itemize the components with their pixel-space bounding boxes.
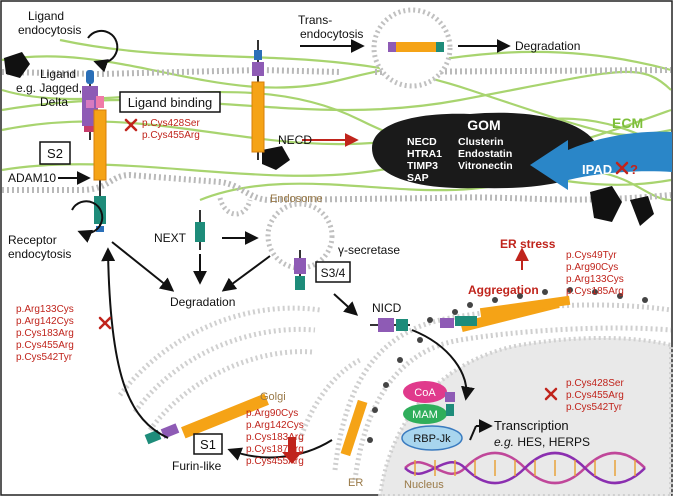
golgi-mutation-1: p.Arg90Cys — [246, 408, 298, 419]
nucleus-label: Nucleus — [404, 479, 444, 491]
er-receptor — [340, 399, 368, 457]
er-stress-label: ER stress — [500, 237, 556, 251]
golgi-receptor — [144, 393, 269, 445]
aggregation-cluster — [440, 295, 571, 332]
golgi-mutation-5: p.Cys455Arg — [246, 456, 304, 467]
gom-item-timp3: TIMP3 — [407, 160, 438, 172]
mam-label: MAM — [412, 409, 438, 421]
endosome-label: Endosome — [270, 193, 323, 205]
cell-membrane — [2, 171, 672, 204]
golgi-mutation-3: p.Cys183Arg — [246, 432, 304, 443]
ligand-binding-mutation-2: p.Cys455Arg — [142, 130, 200, 141]
gom-item-endostatin: Endostatin — [458, 148, 512, 160]
aggregation-label: Aggregation — [468, 283, 539, 297]
gom-title: GOM — [467, 117, 500, 133]
transcription-mutation-3: p.Cys542Tyr — [566, 402, 623, 413]
s2-box — [39, 141, 71, 165]
ipad-question: ? — [630, 162, 638, 177]
transcription-label: Transcription — [494, 418, 569, 433]
gom-fragments — [4, 52, 654, 226]
aggregation-mutation-1: p.Cys49Tyr — [566, 250, 617, 261]
nicd-molecule — [370, 318, 410, 332]
recycling-mutation-4: p.Cys455Arg — [16, 340, 74, 351]
gom-item-vitronectin: Vitronectin — [458, 160, 513, 172]
ligand-molecule — [82, 70, 98, 140]
ipad-arrow — [530, 131, 672, 190]
s34-box — [315, 261, 351, 283]
recycling-mutation-5: p.Cys542Tyr — [16, 352, 73, 363]
er-label: ER — [348, 477, 363, 489]
transcription-mutation-1: p.Cys428Ser — [566, 378, 624, 389]
cycle-arrows — [71, 29, 119, 243]
neighbour-cell-membrane — [1, 66, 672, 78]
rbpjk-label: RBP-Jk — [413, 433, 451, 445]
budding-vesicle — [217, 197, 253, 217]
recycling-mutation-2: p.Arg142Cys — [16, 316, 74, 327]
ligand-binding-mutation-1: p.Cys428Ser — [142, 118, 200, 129]
notch-receptor-left — [93, 96, 107, 232]
ligand-binding-box — [119, 91, 221, 113]
golgi-stacks — [118, 305, 362, 441]
endosome-nicd — [294, 250, 306, 290]
er-membranes — [332, 302, 672, 481]
ligand-label-line2: e.g. Jagged, — [16, 81, 82, 95]
ipad-label: IPAD — [582, 162, 612, 177]
ligand-endocytosis-label-line1: Ligand — [28, 9, 64, 23]
s1-box — [193, 433, 223, 455]
gom-item-necd: NECD — [407, 136, 437, 148]
gom-item-htra1: HTRA1 — [407, 148, 442, 160]
transcription-examples: e.g. HES, HERPS — [494, 435, 590, 449]
adam10-label: ADAM10 — [8, 171, 56, 185]
golgi-label: Golgi — [260, 391, 286, 403]
recycling-mutation-3: p.Cys183Arg — [16, 328, 74, 339]
receptor-endocytosis-label-line2: endocytosis — [8, 247, 71, 261]
next-molecule — [195, 210, 205, 250]
furin-like-label: Furin-like — [172, 459, 222, 473]
transcription-examples-prefix: e.g. — [494, 435, 514, 449]
trans-endocytosis-label-line1: Trans- — [298, 13, 332, 27]
ecm-label: ECM — [612, 115, 643, 131]
pathway-arrows — [58, 39, 511, 461]
transcription-complex — [401, 381, 463, 451]
necd-label: NECD — [278, 133, 312, 147]
ligand-label-line3: Delta — [40, 95, 68, 109]
coa-label: CoA — [414, 387, 436, 399]
nicd-label: NICD — [372, 301, 402, 315]
notch-necd-molecule — [251, 40, 265, 160]
transcription-examples-list: HES, HERPS — [514, 435, 590, 449]
gom-item-sap: SAP — [407, 172, 429, 184]
gamma-secretase-label: γ-secretase — [338, 243, 400, 257]
s34-label: S3/4 — [321, 266, 346, 280]
recycling-mutation-1: p.Arg133Cys — [16, 304, 74, 315]
trans-endocytosis-complex — [388, 42, 444, 52]
degradation-top-label: Degradation — [515, 39, 580, 53]
aggregation-mutation-4: p.Cys185Arg — [566, 286, 624, 297]
next-label: NEXT — [154, 231, 187, 245]
aggregation-mutation-2: p.Arg90Cys — [566, 262, 618, 273]
s1-down-arrow — [282, 437, 302, 464]
golgi-mutation-2: p.Arg142Cys — [246, 420, 304, 431]
s2-label: S2 — [47, 146, 63, 161]
aggregation-mutation-3: p.Arg133Cys — [566, 274, 624, 285]
ligand-endocytosis-label-line2: endocytosis — [18, 23, 81, 37]
ligand-binding-label: Ligand binding — [128, 95, 213, 110]
degradation-mid-label: Degradation — [170, 295, 235, 309]
gom-item-clusterin: Clusterin — [458, 136, 504, 148]
trans-endocytosis-label-line2: endocytosis — [300, 27, 363, 41]
dna-helix — [404, 451, 646, 485]
mutation-x-marks — [98, 118, 629, 401]
ligand-label-line1: Ligand — [40, 67, 76, 81]
transcription-mutation-2: p.Cys455Arg — [566, 390, 624, 401]
er-ribosomes — [367, 287, 648, 443]
golgi-mutation-4: p.Cys187Arg — [246, 444, 304, 455]
receptor-endocytosis-label-line1: Receptor — [8, 233, 57, 247]
s1-label: S1 — [200, 437, 216, 452]
